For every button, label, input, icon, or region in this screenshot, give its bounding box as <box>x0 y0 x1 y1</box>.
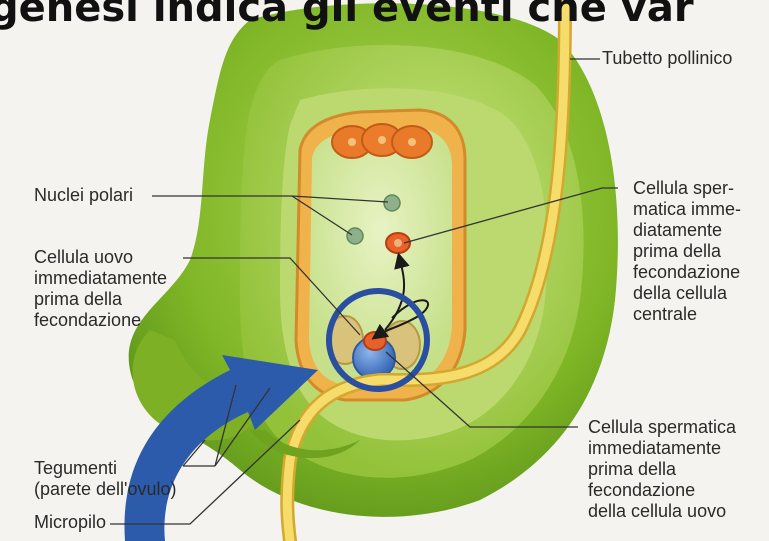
label-micropilo: Micropilo <box>34 512 106 533</box>
page-title: genesi indica gli eventi che var <box>0 0 769 32</box>
label-cellula-uovo: Cellula uovo immediatamente prima della … <box>34 247 167 331</box>
label-nuclei-polari: Nuclei polari <box>34 185 133 206</box>
label-cellula-spermatica-uovo: Cellula spermatica immediatamente prima … <box>588 417 736 522</box>
polar-nucleus-2 <box>347 228 363 244</box>
label-tegumenti: Tegumenti (parete dell'ovulo) <box>34 458 177 500</box>
label-tubetto-pollinico: Tubetto pollinico <box>602 48 732 69</box>
polar-nucleus-1 <box>384 195 400 211</box>
label-cellula-spermatica-centrale: Cellula sper- matica imme- diatamente pr… <box>633 178 741 325</box>
antipodal-cells <box>332 124 432 158</box>
